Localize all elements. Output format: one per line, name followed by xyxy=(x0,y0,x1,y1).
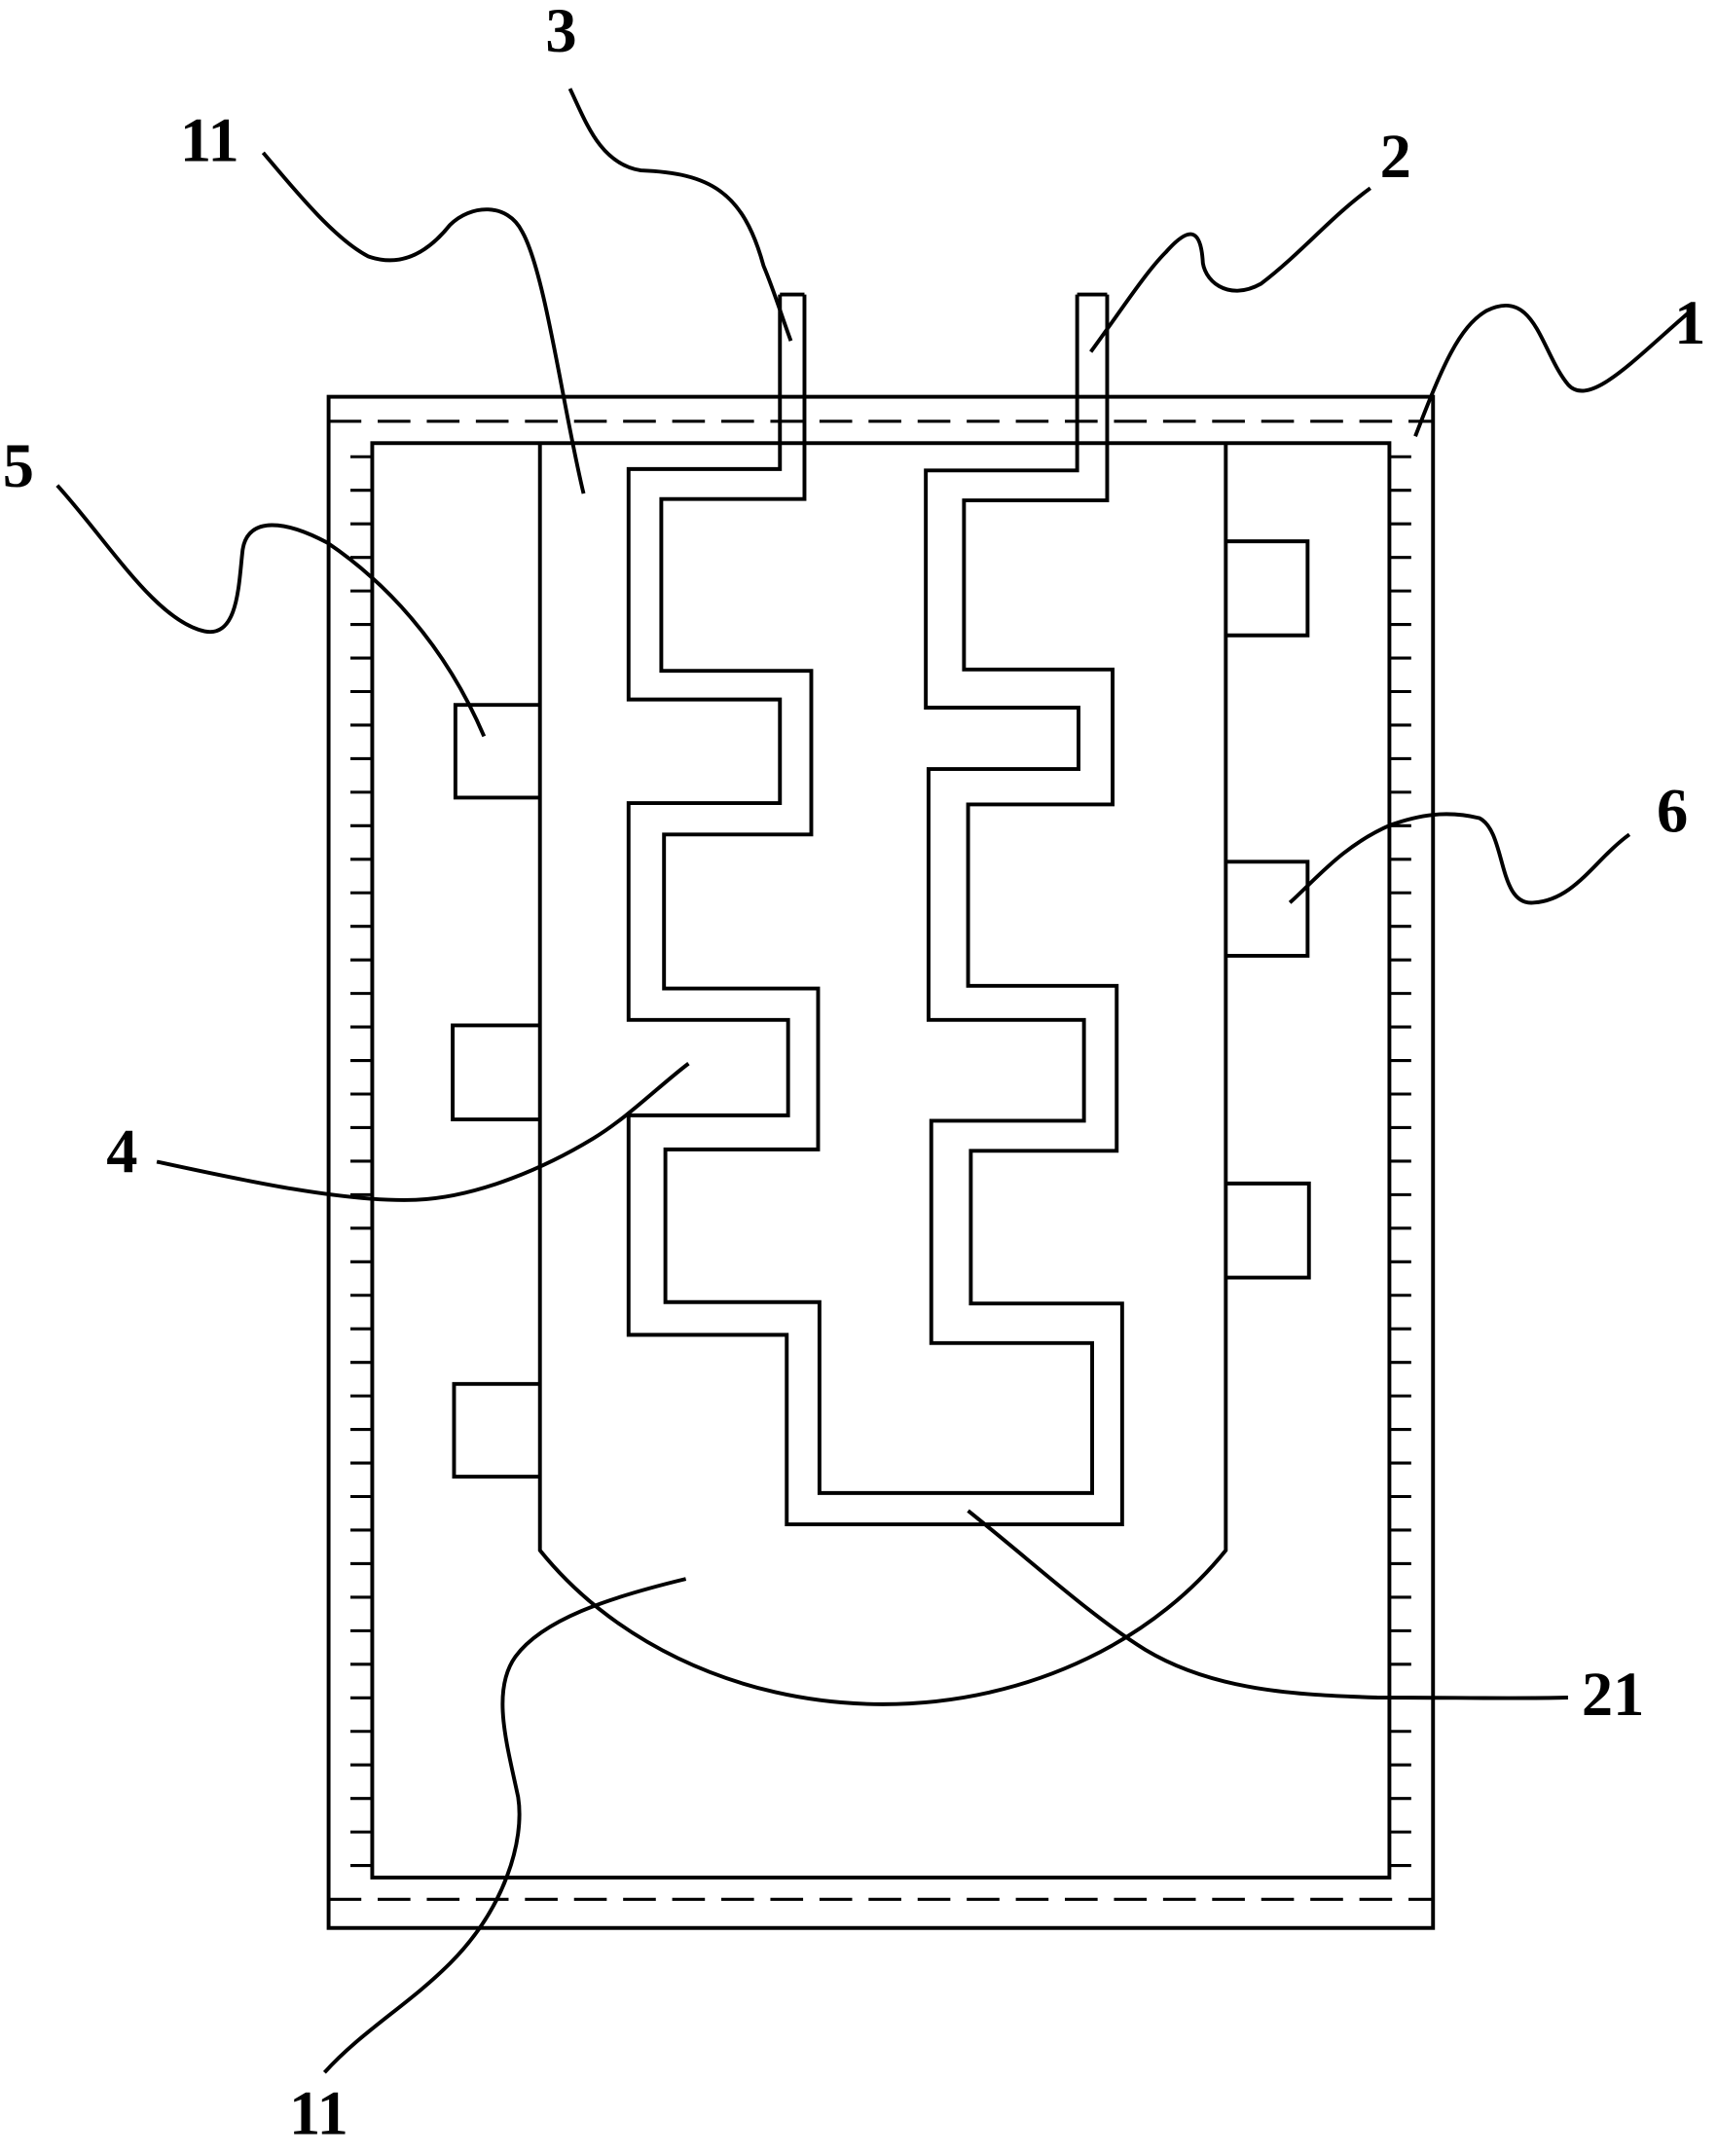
tube-inner-wall xyxy=(659,294,1095,1495)
right-tab-3 xyxy=(1225,1181,1311,1280)
inner-frame xyxy=(370,441,1392,1880)
leader-1 xyxy=(1413,303,1693,437)
tick-marks-right xyxy=(1389,455,1411,1868)
left-tab-2 xyxy=(451,1023,540,1122)
container-body xyxy=(537,443,1228,1706)
right-tab-1 xyxy=(1225,539,1310,638)
right-tab-2 xyxy=(1225,859,1310,958)
label-3: 3 xyxy=(545,0,576,65)
label-4: 4 xyxy=(106,1117,137,1187)
left-tab-1 xyxy=(453,703,540,800)
leader-21 xyxy=(967,1509,1568,1700)
leader-11-bottom xyxy=(322,1577,687,2074)
left-tab-3 xyxy=(452,1381,540,1480)
tick-marks-left xyxy=(350,455,373,1868)
label-21: 21 xyxy=(1582,1660,1644,1729)
label-11-bottom: 11 xyxy=(289,2078,348,2147)
label-5: 5 xyxy=(3,431,34,500)
label-1: 1 xyxy=(1674,288,1705,357)
label-2: 2 xyxy=(1380,122,1411,191)
tube-outer-wall xyxy=(626,294,1124,1527)
label-6: 6 xyxy=(1657,776,1688,845)
label-11-top: 11 xyxy=(180,105,239,174)
outer-frame xyxy=(326,394,1436,1930)
leader-2 xyxy=(1089,186,1371,353)
leader-6 xyxy=(1288,812,1631,905)
leader-3 xyxy=(567,88,793,342)
leader-4 xyxy=(156,1062,690,1202)
leader-11-top xyxy=(261,151,586,494)
leader-5 xyxy=(55,484,487,738)
